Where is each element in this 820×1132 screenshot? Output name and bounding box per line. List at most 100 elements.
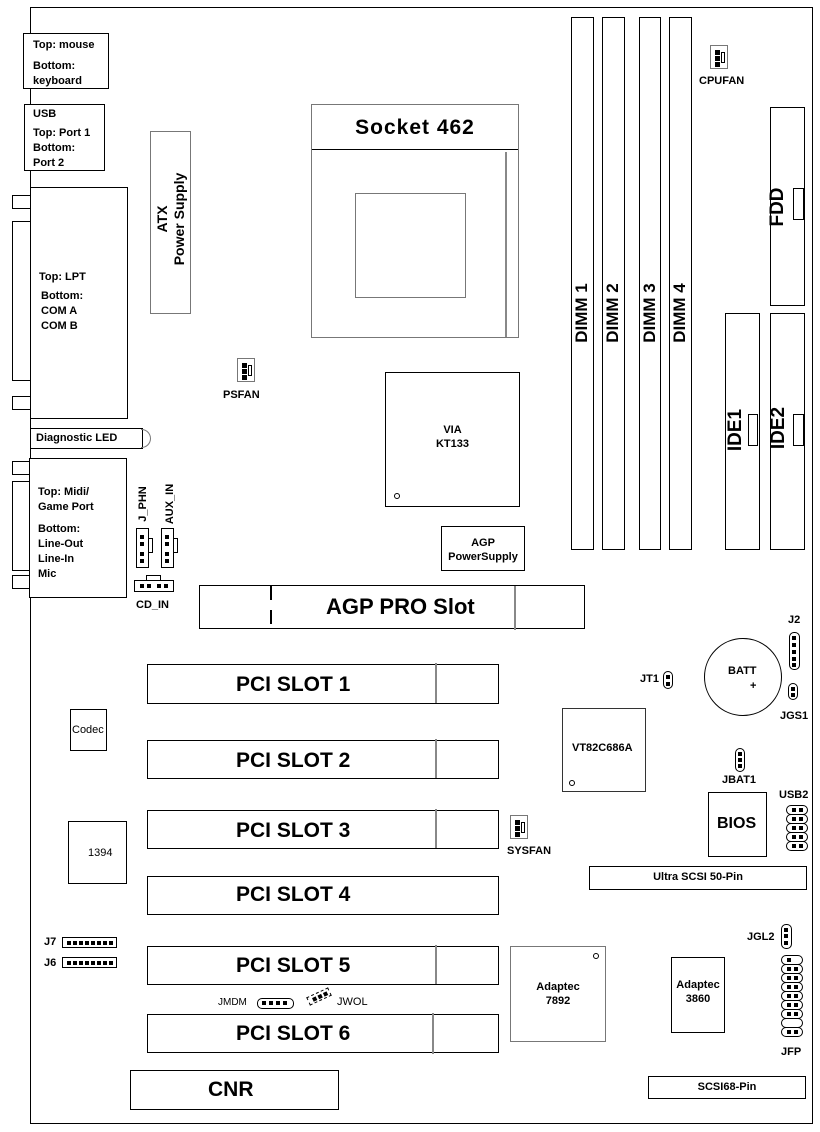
line-out-label: Line-Out [38,538,84,550]
jgs1-header[interactable] [788,683,798,700]
adaptec-7892-model: 7892 [545,995,571,1007]
jmdm-header[interactable] [257,998,294,1009]
dimm-slot-3[interactable]: DIMM 3 [639,17,661,550]
psfan-label: PSFAN [223,389,260,401]
cd-in-label: CD_IN [136,599,170,611]
dimm-2-label: DIMM 2 [603,283,622,343]
bios-label: BIOS [717,815,757,832]
adaptec-7892-vendor: Adaptec [536,981,580,993]
dimm-slot-1[interactable]: DIMM 1 [571,17,594,550]
jbat1-label: JBAT1 [722,774,757,786]
bios-chip: BIOS [708,792,767,857]
agp-power-label-2: PowerSupply [448,551,518,563]
scsi68-label: SCSI68-Pin [697,1081,757,1093]
fdd-connector[interactable]: FDD [767,107,805,306]
usb-label: USB [33,108,57,120]
j7-header[interactable] [62,937,117,948]
fdd-key-notch [793,188,804,220]
lpt-tab-top [12,195,32,209]
pci-slot-3-label: PCI SLOT 3 [236,819,351,842]
j2-header[interactable] [789,632,800,670]
j7-label: J7 [44,936,57,948]
ide2-key-notch [793,414,804,446]
dimm-1-label: DIMM 1 [572,283,591,343]
pci-slot-1-label: PCI SLOT 1 [236,673,351,696]
ide1-label: IDE1 [725,408,746,452]
pci-slot-3[interactable]: PCI SLOT 3 [147,809,499,849]
j2-label: J2 [788,614,801,626]
cpu-socket[interactable]: Socket 462 [311,104,519,338]
agp-pro-slot[interactable]: AGP PRO Slot [199,585,585,630]
psfan-header[interactable] [237,358,255,382]
jmdm-label: JMDM [218,997,247,1008]
ide2-connector[interactable]: IDE2 [768,313,805,550]
sysfan-header[interactable] [510,815,528,839]
dimm-slot-2[interactable]: DIMM 2 [602,17,625,550]
pci-slot-4[interactable]: PCI SLOT 4 [147,876,499,915]
diagnostic-led-label: Diagnostic LED [36,432,118,444]
firewire-chip: 1394 [68,821,127,884]
pci-slot-6[interactable]: PCI SLOT 6 [147,1013,499,1054]
north-bridge-model: KT133 [435,438,470,450]
adaptec-3860-model: 3860 [685,993,711,1005]
ultra-scsi-label: Ultra SCSI 50-Pin [653,871,743,883]
cnr-slot[interactable]: CNR [130,1070,339,1110]
atx-power-supply-label: Power Supply [171,172,187,266]
lpt-bottom-label: Bottom: [41,290,84,302]
usb-top-label: Top: Port 1 [33,127,91,139]
jgs1-label: JGS1 [780,710,809,722]
agp-pro-slot-label: AGP PRO Slot [326,594,475,619]
pci-slot-5[interactable]: PCI SLOT 5 [147,945,499,985]
codec-chip: Codec [70,709,107,751]
aux-in-label: AUX_IN [164,483,176,525]
adaptec-3860-vendor: Adaptec [676,979,720,991]
pin1-marker-icon [593,953,599,959]
com-b-label: COM B [41,320,78,332]
audio-bottom-label: Bottom: [38,523,81,535]
cmos-battery: BATT + [704,638,782,716]
dimm-4-label: DIMM 4 [670,283,689,343]
com-tab-bottom [12,396,32,410]
jgl2-header[interactable] [781,924,792,949]
ide1-key-notch [748,414,758,446]
ps2-label-keyboard: keyboard [33,75,82,87]
cpufan-header[interactable] [710,45,728,69]
cpufan-label: CPUFAN [699,75,745,87]
agp-power-label-1: AGP [471,537,495,549]
ps2-port-block[interactable]: Top: mouse Bottom: keyboard [23,33,109,89]
lpt-com-port-block[interactable]: Top: LPT Bottom: COM A COM B [30,187,128,419]
sysfan-label: SYSFAN [507,845,552,857]
j6-header[interactable] [62,957,117,968]
cd-in-header[interactable] [134,580,174,592]
usb-port-block[interactable]: USB Top: Port 1 Bottom: Port 2 [24,104,105,171]
audio-game-port-block[interactable]: Top: Midi/ Game Port Bottom: Line-Out Li… [29,458,127,598]
usb2-header[interactable] [786,805,808,853]
ide1-connector[interactable]: IDE1 [725,313,760,550]
jfp-label: JFP [781,1046,802,1058]
lpt-label: Top: LPT [39,271,86,283]
jgl2-label: JGL2 [747,931,775,943]
firewire-label: 1394 [88,847,113,859]
jbat1-header[interactable] [735,748,745,772]
usb2-label: USB2 [779,789,809,801]
north-bridge-chip: VIA KT133 [385,372,520,507]
scsi-68pin-connector[interactable]: SCSI68-Pin [648,1076,806,1099]
jfp-header[interactable] [781,955,803,1041]
north-bridge-vendor: VIA [443,424,462,436]
lpt-body-back [12,221,32,381]
atx-power-connector[interactable]: ATX Power Supply [150,131,191,314]
game-port-label: Game Port [38,501,94,513]
dimm-slot-4[interactable]: DIMM 4 [669,17,692,550]
pci-slot-2[interactable]: PCI SLOT 2 [147,739,499,779]
adaptec-3860-chip: Adaptec 3860 [671,957,725,1033]
cnr-slot-label: CNR [208,1078,254,1101]
com-a-label: COM A [41,305,78,317]
diagnostic-led[interactable]: Diagnostic LED [30,428,143,449]
atx-label: ATX [154,205,170,233]
south-bridge-label: VT82C686A [572,742,633,754]
jt1-header[interactable] [663,671,673,689]
j-phn-key [148,538,153,553]
pci-slot-1[interactable]: PCI SLOT 1 [147,663,499,704]
agp-power-supply[interactable]: AGP PowerSupply [441,526,525,571]
ultra-scsi-50pin-connector[interactable]: Ultra SCSI 50-Pin [589,866,807,890]
